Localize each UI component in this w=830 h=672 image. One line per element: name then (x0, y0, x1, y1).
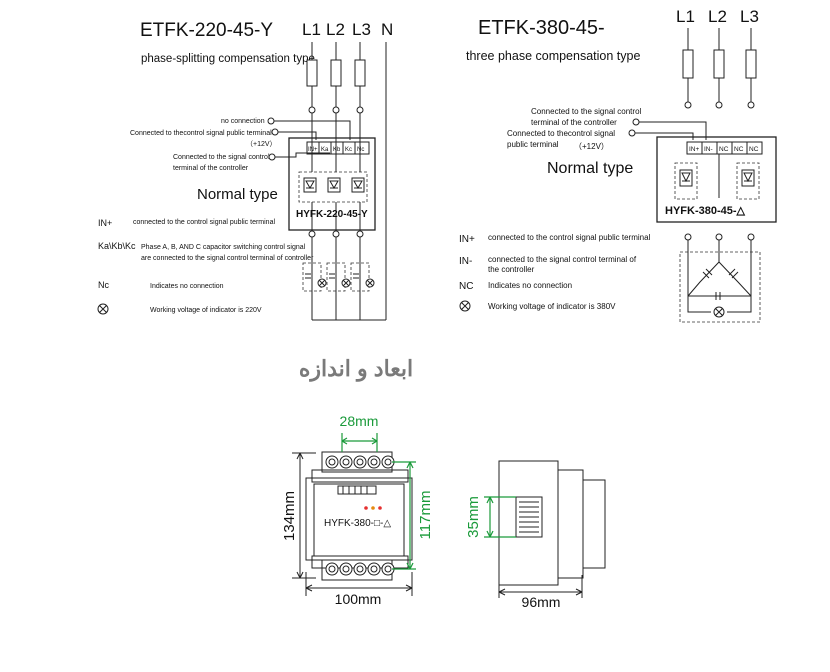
left-line-l1: L1 (302, 20, 321, 39)
terminal-screw-icon (325, 562, 395, 576)
dim-117mm: 117mm (417, 491, 434, 540)
ssr-icon (303, 177, 365, 193)
left-line-l3: L3 (352, 20, 371, 39)
front-model-label: HYFK-380-□-△ (324, 518, 391, 529)
left-legend-desc-k2: are connected to the signal control term… (141, 255, 314, 262)
left-callout-signal-control: Connected to the signal control (173, 154, 270, 161)
left-terminal-kb: Kb (333, 147, 341, 153)
dim-100mm: 100mm (335, 591, 382, 607)
left-wiring-diagram: ETFK-220-45-Y phase-splitting compensati… (97, 20, 393, 321)
right-legend-desc-in-minus: connected to the signal control terminal… (488, 255, 637, 264)
fuse-icon (306, 59, 318, 87)
left-callout-12v: （+12V） (246, 140, 277, 148)
fuse-icon (354, 59, 366, 87)
ssr-icon (679, 169, 755, 187)
dim-96mm: 96mm (522, 594, 561, 610)
terminal-screw-icon (325, 455, 395, 469)
left-terminal-in: IN+ (308, 147, 318, 153)
front-view: HYFK-380-□-△ 28mm 134mm 117mm (281, 413, 434, 607)
right-terminal-in-plus: IN+ (689, 146, 700, 153)
dimensions-heading: ابعاد و اندازه (299, 356, 413, 382)
right-callout-terminal-controller: terminal of the controller (531, 118, 617, 127)
left-callout-terminal-controller: terminal of the controller (173, 165, 249, 172)
right-legend-key-in-plus: IN+ (459, 234, 475, 245)
indicator-lamp-icon (317, 278, 375, 288)
right-line-l2: L2 (708, 7, 727, 26)
left-subtitle: phase-splitting compensation type (141, 53, 315, 65)
right-callout-public-terminal: Connected to thecontrol signal (507, 129, 615, 138)
left-model: HYFK-220-45-Y (296, 209, 368, 220)
left-terminal-kc: Kc (345, 147, 352, 153)
right-subtitle: three phase compensation type (466, 49, 640, 63)
side-view: 35mm 96mm (465, 460, 606, 610)
dim-134mm: 134mm (281, 491, 298, 541)
left-legend-key-k: Ka\Kb\Kc (98, 241, 136, 251)
indicator-symbol-icon (97, 303, 109, 315)
right-title: ETFK-380-45- (478, 17, 605, 39)
left-legend-key-in: IN+ (98, 218, 112, 228)
left-callout-no-connection: no connection (221, 118, 265, 125)
fuse-icon (713, 49, 725, 79)
left-terminal-nc: Nc (357, 147, 364, 153)
right-module (656, 136, 777, 223)
left-line-l2: L2 (326, 20, 345, 39)
left-title: ETFK-220-45-Y (140, 20, 273, 41)
right-line-l3: L3 (740, 7, 759, 26)
left-normal-type: Normal type (197, 186, 278, 203)
left-legend-key-nc: Nc (98, 280, 109, 290)
right-legend-desc-nc: Indicates no connection (488, 281, 572, 290)
right-legend-key-in-minus: IN- (459, 256, 472, 267)
capacitor-bank (302, 262, 370, 292)
fuse-icon (330, 59, 342, 87)
delta-capacitor-bank (679, 251, 761, 323)
left-terminal-ka: Ka (321, 147, 329, 153)
right-terminal-nc-3: NC (749, 146, 759, 153)
fuse-icon (682, 49, 694, 79)
left-legend-desc-nc: Indicates no connection (150, 283, 224, 290)
indicator-symbol-icon (459, 300, 471, 312)
left-legend-desc-in: connected to the control signal public t… (133, 219, 275, 226)
right-line-l1: L1 (676, 7, 695, 26)
dim-35mm: 35mm (465, 496, 482, 538)
left-module (288, 137, 376, 231)
right-legend-key-nc: NC (459, 281, 473, 292)
fuse-icon (745, 49, 757, 79)
right-model: HYFK-380-45-△ (665, 205, 746, 217)
right-wiring-diagram: ETFK-380-45- three phase compensation ty… (459, 7, 777, 323)
indicator-lamp-icon (713, 306, 725, 318)
left-legend-desc-voltage: Working voltage of indicator is 220V (150, 307, 262, 314)
dim-28mm: 28mm (340, 413, 379, 429)
left-line-n: N (381, 20, 393, 39)
left-callout-public-terminal: Connected to thecontrol signal public te… (130, 130, 272, 137)
right-callout-signal-control: Connected to the signal control (531, 107, 642, 116)
right-normal-type: Normal type (547, 160, 633, 177)
right-callout-public-terminal-2: public terminal (507, 140, 559, 149)
left-legend-desc-k: Phase A, B, AND C capacitor switching co… (141, 244, 306, 251)
right-terminal-in-minus: IN- (704, 146, 713, 153)
right-terminal-nc-2: NC (734, 146, 744, 153)
right-legend-desc-in-plus: connected to the control signal public t… (488, 233, 651, 242)
right-callout-12v: （+12V） (574, 142, 609, 151)
right-legend-desc-voltage: Working voltage of indicator is 380V (488, 302, 616, 311)
right-legend-desc-in-minus-2: the controller (488, 265, 535, 274)
right-terminal-nc-1: NC (719, 146, 729, 153)
